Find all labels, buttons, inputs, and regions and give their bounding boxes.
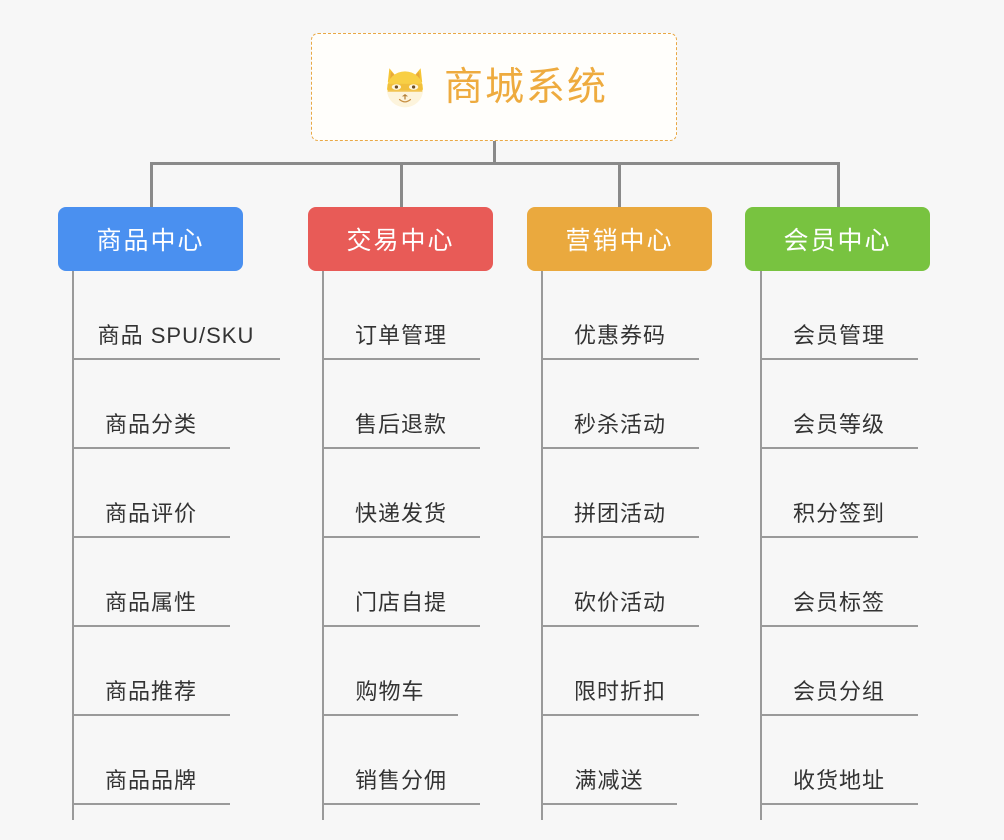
leaf-item[interactable]: 快递发货	[322, 449, 480, 538]
leaf-item[interactable]: 门店自提	[322, 538, 480, 627]
leaf-item[interactable]: 会员分组	[760, 627, 918, 716]
connector-drop-1	[150, 162, 153, 208]
leaf-item[interactable]: 满减送	[541, 716, 677, 805]
leaf-label: 快递发货	[354, 501, 447, 526]
leaf-item[interactable]: 商品推荐	[72, 627, 230, 716]
category-label-1: 商品中心	[96, 227, 205, 255]
branch-spine-2	[322, 271, 324, 820]
connector-horizontal-bus	[150, 162, 840, 165]
leaf-label: 门店自提	[354, 590, 447, 615]
connector-drop-4	[837, 162, 840, 208]
branch-4: 会员管理 会员等级 积分签到 会员标签 会员分组 收货地址	[760, 271, 920, 820]
branch-spine-4	[760, 271, 762, 820]
leaf-item[interactable]: 订单管理	[322, 271, 480, 360]
category-box-2[interactable]: 交易中心	[308, 207, 493, 271]
leaf-item[interactable]: 优惠券码	[541, 271, 699, 360]
branch-1: 商品 SPU/SKU 商品分类 商品评价 商品属性 商品推荐 商品品牌	[72, 271, 282, 820]
leaf-item[interactable]: 销售分佣	[322, 716, 480, 805]
leaf-label: 商品推荐	[104, 679, 197, 704]
leaf-item[interactable]: 拼团活动	[541, 449, 699, 538]
branch-spine-1	[72, 271, 74, 820]
leaf-label: 商品品牌	[104, 768, 197, 793]
root-title: 商城系统	[443, 65, 608, 109]
leaf-item[interactable]: 商品属性	[72, 538, 230, 627]
leaf-item[interactable]: 商品分类	[72, 360, 230, 449]
category-box-4[interactable]: 会员中心	[745, 207, 930, 271]
category-label-3: 营销中心	[565, 227, 674, 255]
category-label-4: 会员中心	[783, 227, 892, 255]
leaf-item[interactable]: 秒杀活动	[541, 360, 699, 449]
connector-drop-2	[400, 162, 403, 208]
branch-2: 订单管理 售后退款 快递发货 门店自提 购物车 销售分佣	[322, 271, 482, 820]
shiba-dog-face-icon	[387, 68, 423, 108]
leaf-label: 购物车	[355, 679, 425, 704]
leaf-label: 销售分佣	[354, 768, 447, 793]
leaf-label: 商品属性	[104, 590, 197, 615]
leaf-label: 积分签到	[792, 501, 885, 526]
leaf-item[interactable]: 积分签到	[760, 449, 918, 538]
leaf-item[interactable]: 会员标签	[760, 538, 918, 627]
leaf-item[interactable]: 会员等级	[760, 360, 918, 449]
connector-drop-3	[618, 162, 621, 208]
leaf-label: 收货地址	[792, 768, 885, 793]
leaf-label: 商品评价	[104, 501, 197, 526]
category-box-1[interactable]: 商品中心	[58, 207, 243, 271]
leaf-label: 满减送	[574, 768, 644, 793]
leaf-label: 秒杀活动	[573, 412, 666, 437]
leaf-label: 售后退款	[354, 412, 447, 437]
leaf-label: 会员管理	[792, 323, 885, 348]
leaf-item[interactable]: 商品评价	[72, 449, 230, 538]
branch-spine-3	[541, 271, 543, 820]
category-label-2: 交易中心	[346, 227, 455, 255]
leaf-item[interactable]: 限时折扣	[541, 627, 699, 716]
leaf-item[interactable]: 售后退款	[322, 360, 480, 449]
leaf-label: 商品分类	[104, 412, 197, 437]
connector-root-stem	[493, 141, 496, 165]
root-node[interactable]: 商城系统	[311, 33, 677, 141]
leaf-label: 优惠券码	[573, 323, 666, 348]
leaf-item[interactable]: 商品 SPU/SKU	[72, 271, 280, 360]
leaf-label: 会员标签	[792, 590, 885, 615]
leaf-item[interactable]: 砍价活动	[541, 538, 699, 627]
leaf-item[interactable]: 收货地址	[760, 716, 918, 805]
leaf-label: 限时折扣	[573, 679, 666, 704]
leaf-label: 拼团活动	[573, 501, 666, 526]
leaf-label: 砍价活动	[573, 590, 666, 615]
leaf-label: 会员等级	[792, 412, 885, 437]
leaf-label: 订单管理	[354, 323, 447, 348]
leaf-item[interactable]: 购物车	[322, 627, 458, 716]
leaf-item[interactable]: 商品品牌	[72, 716, 230, 805]
branch-3: 优惠券码 秒杀活动 拼团活动 砍价活动 限时折扣 满减送	[541, 271, 701, 820]
leaf-item[interactable]: 会员管理	[760, 271, 918, 360]
leaf-label: 会员分组	[792, 679, 885, 704]
leaf-label: 商品 SPU/SKU	[97, 323, 255, 348]
category-box-3[interactable]: 营销中心	[527, 207, 712, 271]
